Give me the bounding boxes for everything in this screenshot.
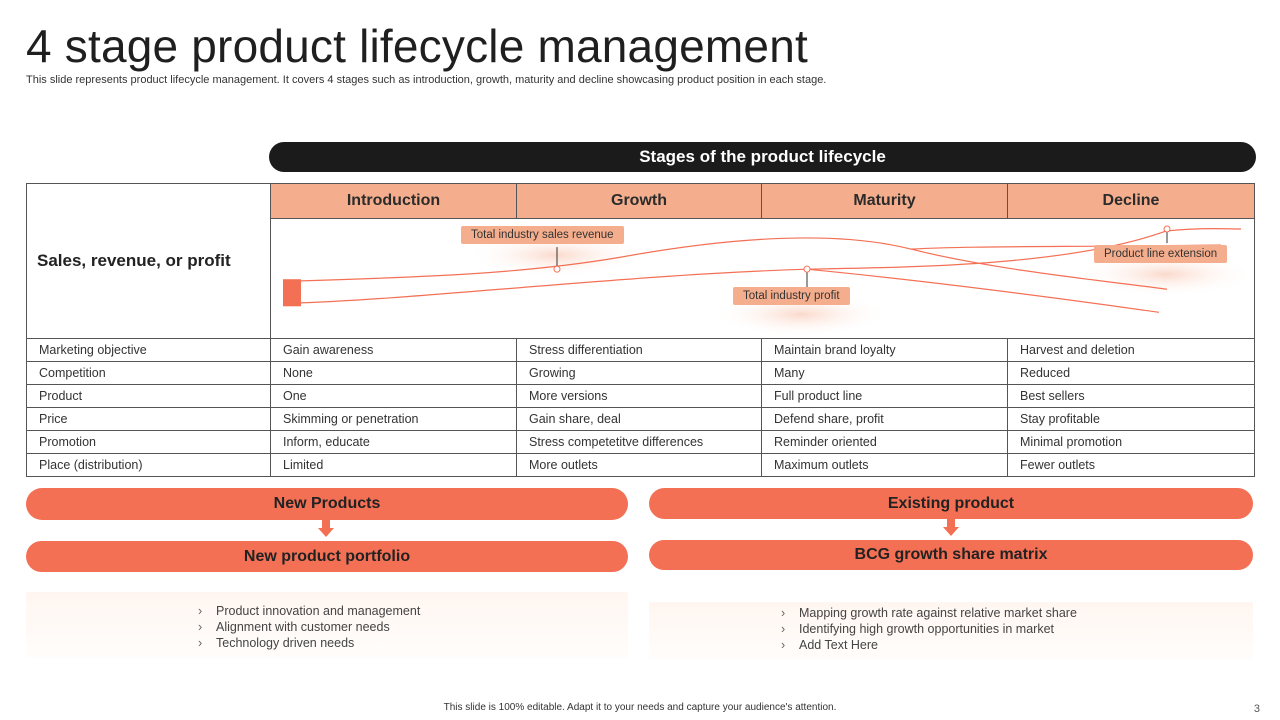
list-item: › Product innovation and management <box>198 603 420 619</box>
bcg-matrix-pill: BCG growth share matrix <box>649 540 1253 570</box>
existing-product-pill: Existing product <box>649 488 1253 519</box>
table-cell: Stress competetitve differences <box>516 429 762 454</box>
table-row: Competition None Growing Many Reduced <box>26 360 1255 385</box>
lifecycle-table: Sales, revenue, or profit Introduction G… <box>26 182 1255 478</box>
lifecycle-chart: Total industry sales revenue Total indus… <box>270 218 1255 339</box>
table-cell: Full product line <box>761 383 1008 408</box>
table-row: Promotion Inform, educate Stress compete… <box>26 429 1255 454</box>
list-item: › Alignment with customer needs <box>198 619 420 635</box>
bullet-marker: › <box>198 620 203 634</box>
table-cell: Stay profitable <box>1007 406 1255 431</box>
left-bullets-panel <box>26 592 628 658</box>
stages-banner: Stages of the product lifecycle <box>269 142 1256 172</box>
table-row: Product One More versions Full product l… <box>26 383 1255 408</box>
list-item: › Add Text Here <box>781 637 1077 653</box>
profit-callout: Total industry profit <box>733 287 850 306</box>
stage-header-maturity: Maturity <box>761 182 1008 220</box>
lifecycle-curves <box>283 225 1254 337</box>
right-bullet-list: › Mapping growth rate against relative ma… <box>781 605 1077 653</box>
callout-glow <box>466 233 646 278</box>
table-cell: Minimal promotion <box>1007 429 1255 454</box>
bullet-text: Identifying high growth opportunities in… <box>799 622 1055 636</box>
table-cell: Gain awareness <box>270 337 517 362</box>
table-cell: Many <box>761 360 1008 385</box>
bullet-marker: › <box>781 638 786 652</box>
table-cell: Limited <box>270 452 517 478</box>
list-item: › Mapping growth rate against relative ma… <box>781 605 1077 621</box>
stage-header-growth: Growth <box>516 182 762 220</box>
table-cell: Best sellers <box>1007 383 1255 408</box>
left-bullet-list: › Product innovation and management › Alig… <box>198 603 420 651</box>
new-product-portfolio-pill: New product portfolio <box>26 541 628 572</box>
bullet-text: Alignment with customer needs <box>216 620 390 634</box>
introduction-marker <box>283 279 301 307</box>
table-cell: Fewer outlets <box>1007 452 1255 478</box>
revenue-curve <box>290 237 1168 290</box>
bullet-marker: › <box>198 604 203 618</box>
table-cell: Gain share, deal <box>516 406 762 431</box>
list-item: › Technology driven needs <box>198 635 420 651</box>
table-row: Place (distribution) Limited More outlet… <box>26 452 1255 478</box>
table-row: Marketing objective Gain awareness Stres… <box>26 337 1255 362</box>
table-cell: Harvest and deletion <box>1007 337 1255 362</box>
revenue-point <box>553 265 561 273</box>
profit-point <box>803 265 811 273</box>
table-cell: Maximum outlets <box>761 452 1008 478</box>
slide-title: 4 stage product lifecycle management <box>26 20 808 72</box>
table-cell: None <box>270 360 517 385</box>
bullet-text: Technology driven needs <box>216 636 355 650</box>
table-cell: Reduced <box>1007 360 1255 385</box>
stage-header-decline: Decline <box>1007 182 1255 220</box>
bullet-text: Mapping growth rate against relative mar… <box>799 606 1077 620</box>
new-products-pill: New Products <box>26 488 628 520</box>
table-cell: More outlets <box>516 452 762 478</box>
table-row: Price Skimming or penetration Gain share… <box>26 406 1255 431</box>
callout-glow <box>1076 252 1254 297</box>
table-cell: Skimming or penetration <box>270 406 517 431</box>
row-label: Price <box>26 406 271 431</box>
right-bullets-panel <box>649 602 1253 660</box>
table-cell: Maintain brand loyalty <box>761 337 1008 362</box>
extension-point <box>1163 225 1171 233</box>
list-item: › Identifying high growth opportunities i… <box>781 621 1077 637</box>
bullet-marker: › <box>781 606 786 620</box>
table-cell: Inform, educate <box>270 429 517 454</box>
table-cell: Reminder oriented <box>761 429 1008 454</box>
slide-subtitle: This slide represents product lifecycle … <box>26 74 827 86</box>
table-cell: Growing <box>516 360 762 385</box>
late-decline-curve <box>806 268 1160 314</box>
extension-callout: Product line extension <box>1094 245 1228 264</box>
chart-row-label: Sales, revenue, or profit <box>26 183 271 339</box>
stage-header-introduction: Introduction <box>270 182 517 220</box>
row-label: Product <box>26 383 271 408</box>
table-cell: Stress differentiation <box>516 337 762 362</box>
row-label: Place (distribution) <box>26 452 271 478</box>
page-number: 3 <box>1253 703 1260 715</box>
row-label: Marketing objective <box>26 337 271 362</box>
bullet-marker: › <box>198 636 203 650</box>
bullet-text: Add Text Here <box>799 638 878 652</box>
row-label: Competition <box>26 360 271 385</box>
table-cell: One <box>270 383 517 408</box>
table-cell: More versions <box>516 383 762 408</box>
row-label: Promotion <box>26 429 271 454</box>
bullet-text: Product innovation and management <box>216 604 421 618</box>
bullet-marker: › <box>781 622 786 636</box>
revenue-callout: Total industry sales revenue <box>461 226 624 245</box>
table-cell: Defend share, profit <box>761 406 1008 431</box>
footer-note: This slide is 100% editable. Adapt it to… <box>443 702 837 713</box>
